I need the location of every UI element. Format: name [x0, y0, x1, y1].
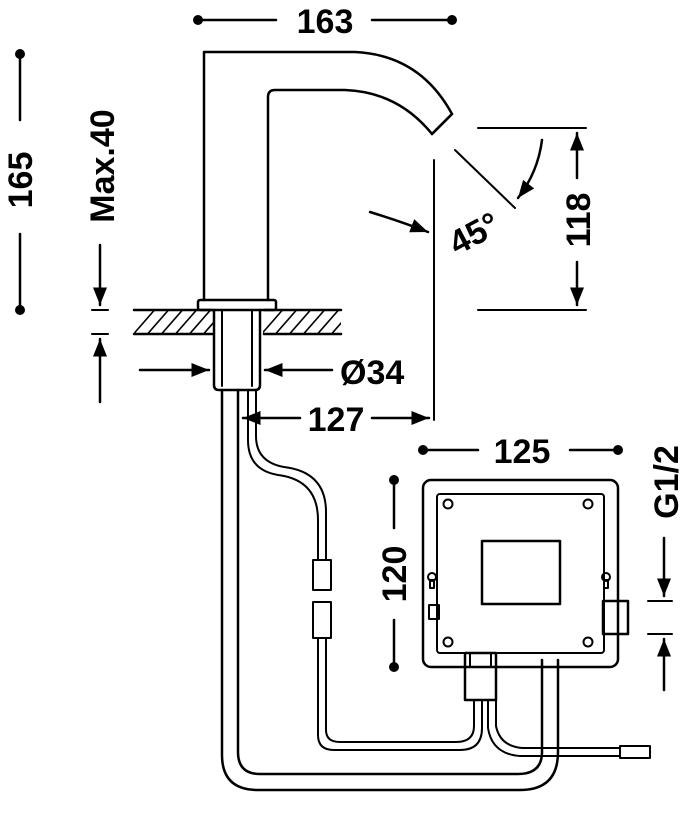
dim-overall-height: 165: [2, 49, 40, 315]
control-box: [421, 478, 630, 702]
supply-hose: [220, 388, 560, 792]
dim-box-height: 120: [376, 475, 414, 672]
dim-label-163: 163: [297, 3, 354, 41]
dim-label-118: 118: [560, 193, 598, 248]
keyhole-mount-icon: [427, 572, 611, 589]
faucet-shank: [212, 308, 262, 392]
dim-label-max40: Max.40: [84, 109, 122, 222]
sensor-cable: [247, 389, 483, 751]
dim-label-d34: Ø34: [340, 354, 404, 392]
deck-surface: [132, 308, 343, 336]
dim-spout-reach: 127: [241, 401, 431, 439]
dim-label-120: 120: [376, 546, 414, 603]
dim-label-127: 127: [308, 401, 365, 439]
dim-label-g12: G1/2: [648, 445, 686, 519]
dim-connection-thread: G1/2: [647, 445, 686, 692]
dim-spout-height: 118: [477, 127, 598, 311]
dim-body-diameter: Ø34: [138, 354, 404, 392]
dim-label-45: 45°: [443, 205, 506, 263]
dim-label-125: 125: [494, 433, 551, 471]
power-cable: [487, 699, 651, 759]
faucet-body: [196, 50, 454, 312]
screw-icon: [442, 498, 594, 648]
dim-label-165: 165: [2, 152, 40, 209]
dim-deck-thickness: Max.40: [84, 109, 122, 404]
dim-overall-length: 163: [193, 3, 457, 41]
dim-box-width: 125: [418, 433, 623, 471]
